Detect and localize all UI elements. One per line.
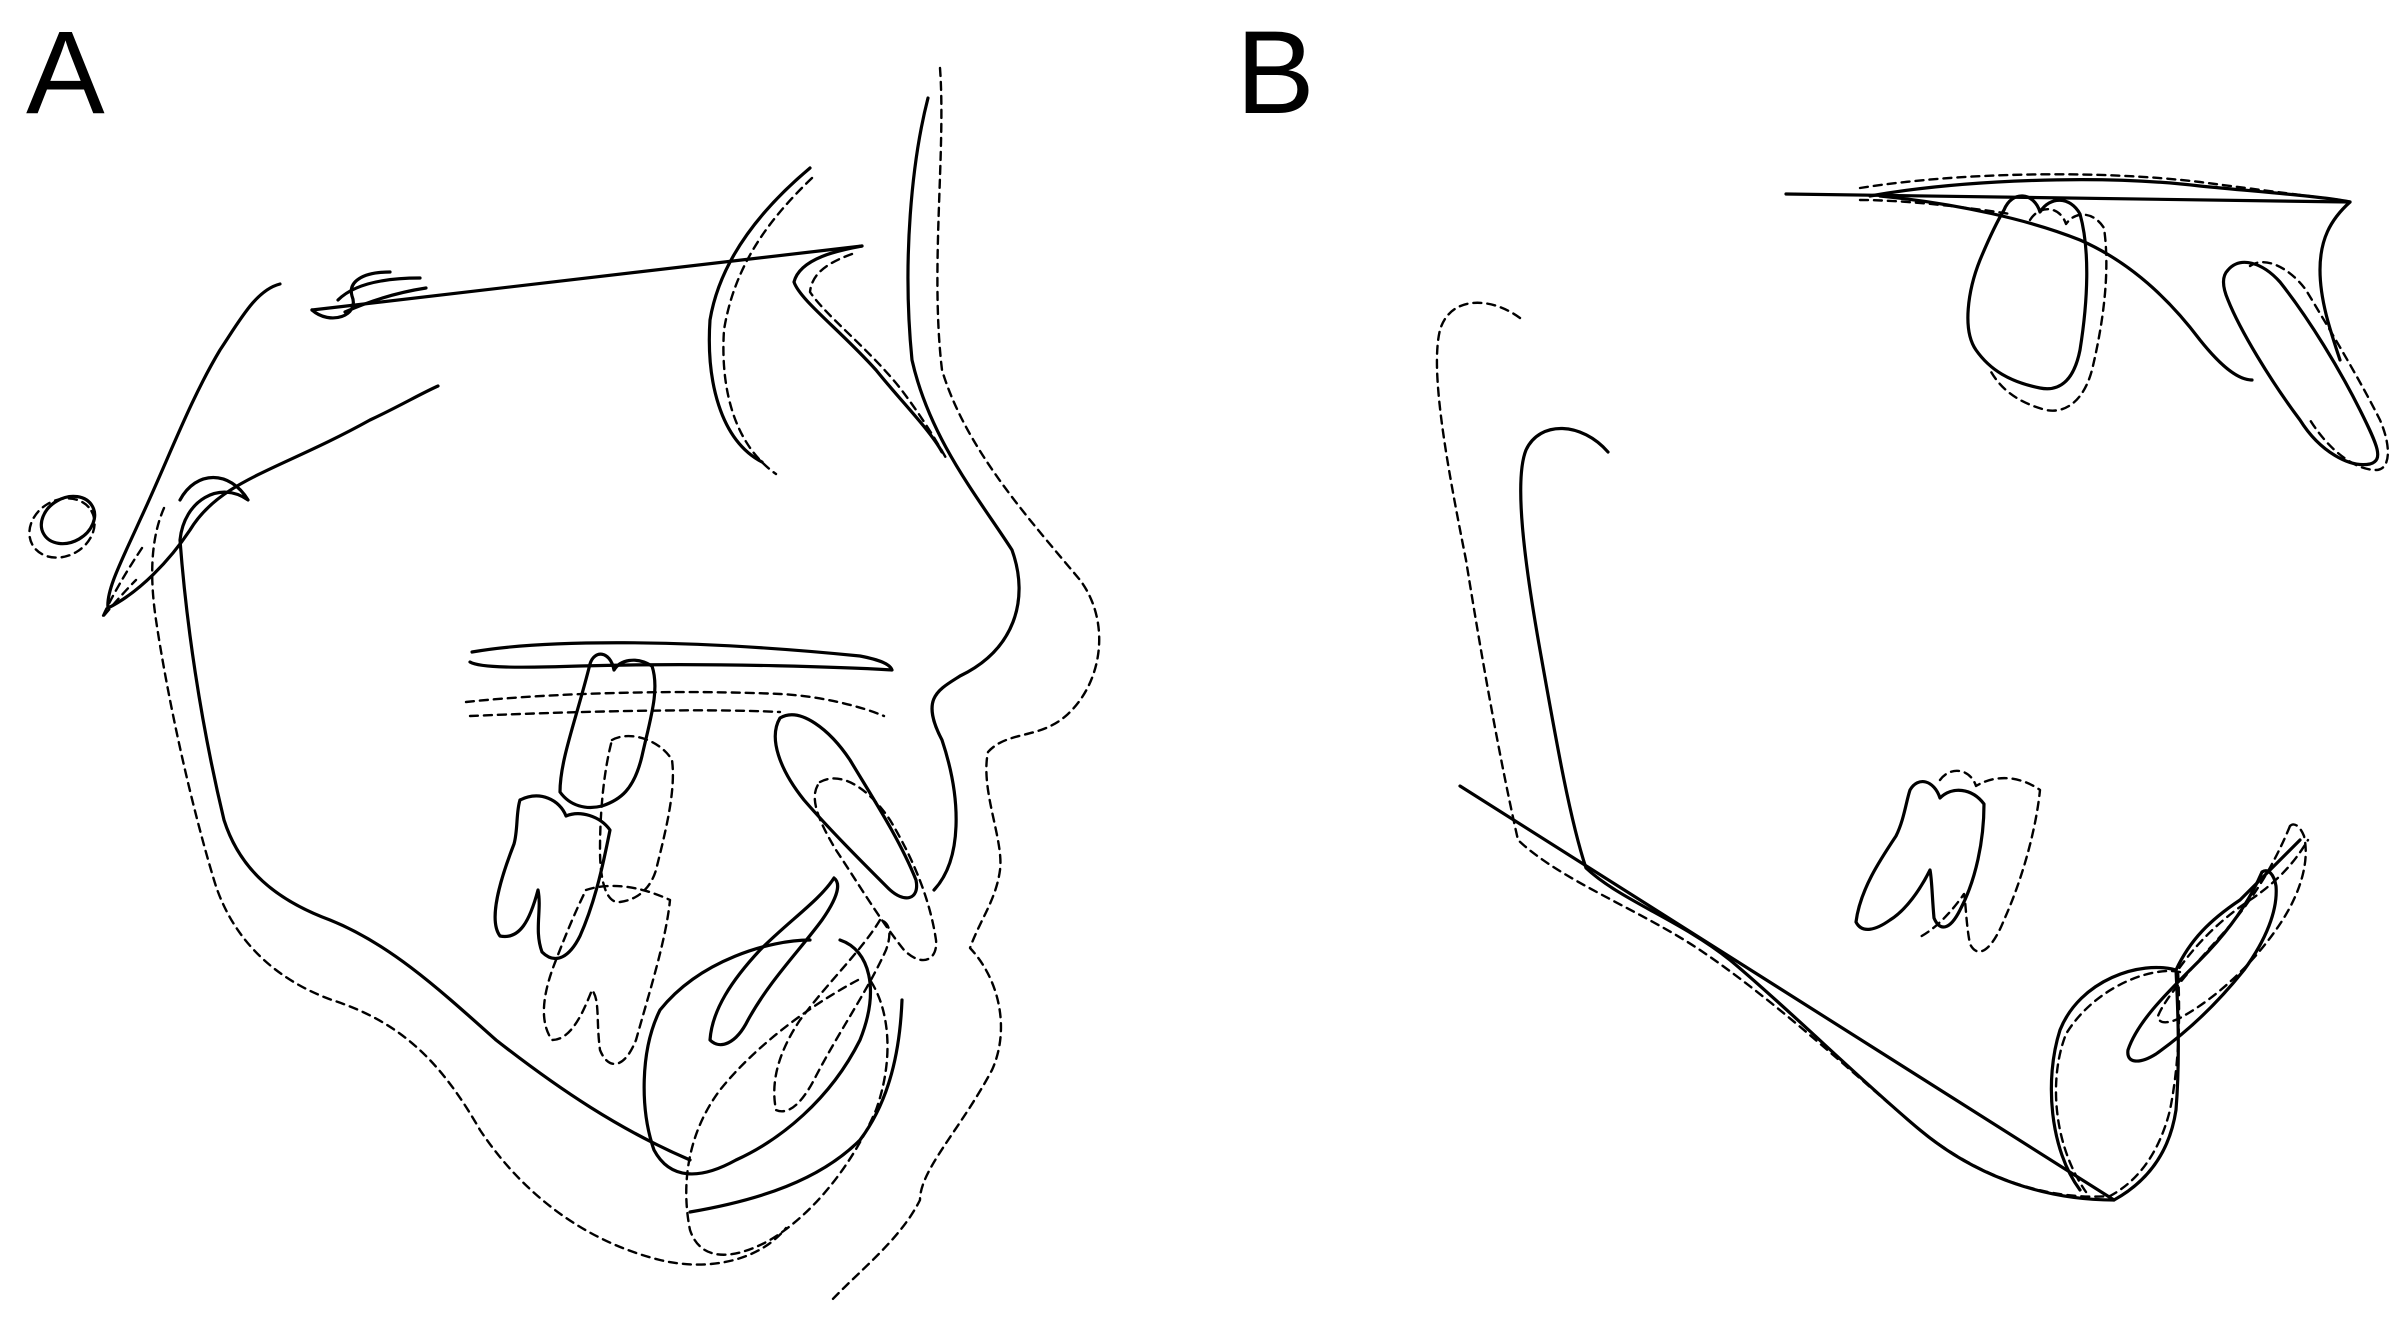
panel-a-sella-turcica	[310, 270, 428, 320]
panel-a-tracing	[28, 66, 1101, 1304]
panel-a-nasal-contour	[707, 166, 812, 464]
panel-a-nasal-bone	[792, 244, 944, 454]
panel-a-lower-molar	[493, 794, 612, 960]
panel-b-symphysis	[2049, 965, 2178, 1192]
panel-a-upper-molar	[558, 652, 657, 810]
panel-a-nasal-bone-after	[808, 252, 948, 460]
panel-a-upper-incisor	[773, 713, 919, 900]
panel-b-maxilla-after	[1858, 173, 2342, 216]
panel-a-upper-molar-after	[598, 734, 675, 904]
panel-b-lower-incisor-after	[2156, 823, 2307, 1024]
panel-b-mandible	[1519, 426, 2302, 1202]
panel-b-lower-molar-after	[1916, 769, 2042, 953]
panel-a-orbit	[39, 494, 97, 546]
panel-a-chin-soft-tissue	[688, 998, 904, 1214]
panel-label-a: A	[26, 7, 105, 139]
panel-a-mandible	[178, 476, 692, 1162]
panel-b-lower-molar	[1854, 780, 1986, 931]
panel-a-orbit-after	[28, 497, 96, 559]
panel-b-lower-incisor	[2126, 869, 2278, 1063]
panel-a-sn-line	[310, 244, 864, 312]
panel-a-palatal-plane-after	[464, 690, 886, 718]
panel-a-palatal-plane	[468, 641, 894, 672]
panel-a-soft-tissue-profile	[906, 96, 1021, 892]
panel-a-soft-tissue-profile-after	[828, 66, 1101, 1304]
panel-b-tracing	[1435, 173, 2390, 1202]
panel-b-mandibular-plane-line	[1458, 784, 2116, 1202]
panel-a-upper-incisor-after	[813, 777, 938, 962]
panel-a-lower-molar-after	[542, 884, 672, 1066]
panel-a-cranial-base-after	[100, 546, 144, 620]
panel-a-cranial-base	[106, 282, 440, 610]
panel-b-upper-incisor-after	[2248, 261, 2390, 472]
panel-b-upper-molar	[1966, 194, 2089, 391]
panel-a-nasal-contour-after	[722, 176, 814, 476]
panel-a-mandible-after	[151, 506, 788, 1266]
panel-a-symphysis-after	[685, 978, 889, 1256]
panel-a-symphysis	[642, 938, 872, 1176]
panel-b-symphysis-after	[2054, 969, 2182, 1194]
panel-b-upper-incisor	[2221, 260, 2380, 467]
panel-a-lower-incisor	[708, 876, 840, 1047]
panel-a-lower-incisor-after	[773, 918, 891, 1113]
panel-label-b: B	[1236, 7, 1315, 139]
panel-b-upper-molar-after	[1988, 208, 2108, 412]
panel-b-mandible-after	[1435, 301, 2310, 1198]
